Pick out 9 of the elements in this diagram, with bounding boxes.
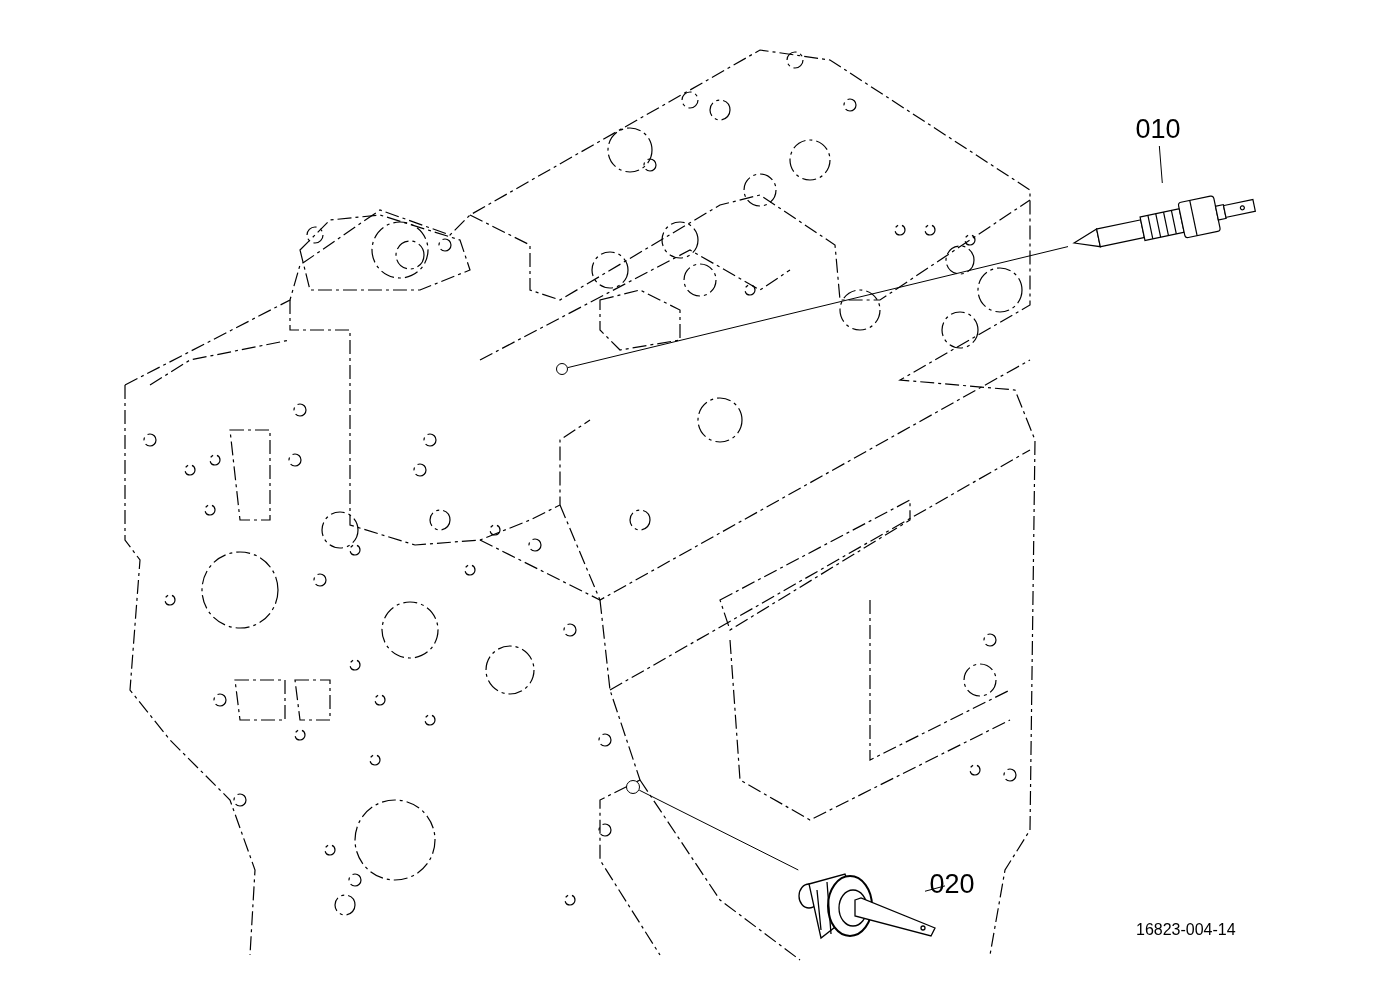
- callout-number: 010: [1135, 115, 1181, 143]
- leader-line: [1158, 145, 1163, 184]
- drawing-number: 16823-004-14: [1136, 922, 1236, 938]
- leader-line: [924, 885, 946, 892]
- leader-line: [638, 789, 799, 871]
- mounting-hole: [556, 363, 568, 375]
- callout-number: 020: [929, 870, 975, 898]
- leader-line: [567, 246, 1069, 369]
- mounting-hole: [626, 780, 640, 794]
